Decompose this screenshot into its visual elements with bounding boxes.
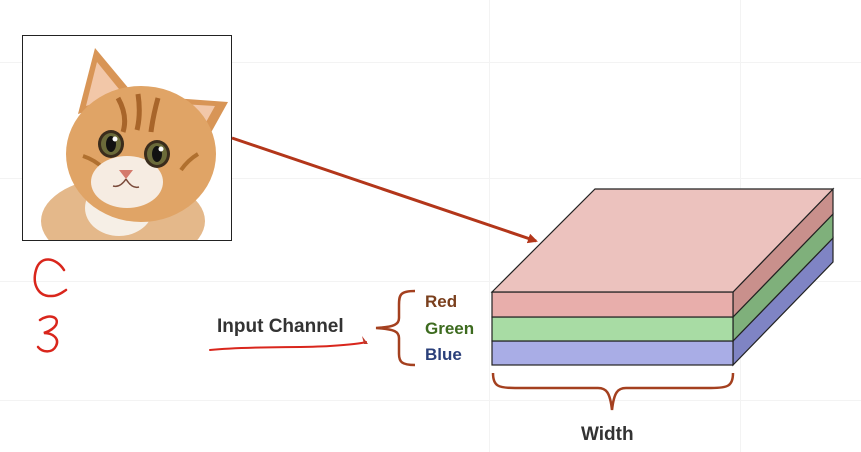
channel-label-green: Green — [425, 319, 475, 338]
pen-cursor-icon — [362, 336, 368, 344]
grid-line — [0, 281, 861, 282]
red-layer-front — [491, 291, 734, 318]
channel-label-red: Red — [425, 292, 458, 311]
handwritten-number-3 — [36, 315, 59, 353]
image-to-tensor-arrow — [231, 136, 538, 244]
handwritten-letter-c — [33, 258, 68, 298]
red-layer-top — [490, 188, 835, 293]
input-channel-label: Input Channel — [217, 316, 344, 337]
grid-line — [0, 62, 861, 63]
blue-layer-front — [491, 340, 734, 366]
width-label: Width — [581, 424, 634, 445]
width-brace — [491, 372, 735, 411]
channel-brace — [375, 289, 416, 367]
grid-line — [0, 400, 861, 401]
kitten-image — [22, 35, 232, 241]
green-layer-front — [491, 316, 734, 342]
grid-line — [0, 178, 861, 179]
channel-label-blue: Blue — [425, 345, 462, 364]
kitten-illustration — [23, 36, 231, 240]
input-channel-underline — [209, 341, 367, 351]
